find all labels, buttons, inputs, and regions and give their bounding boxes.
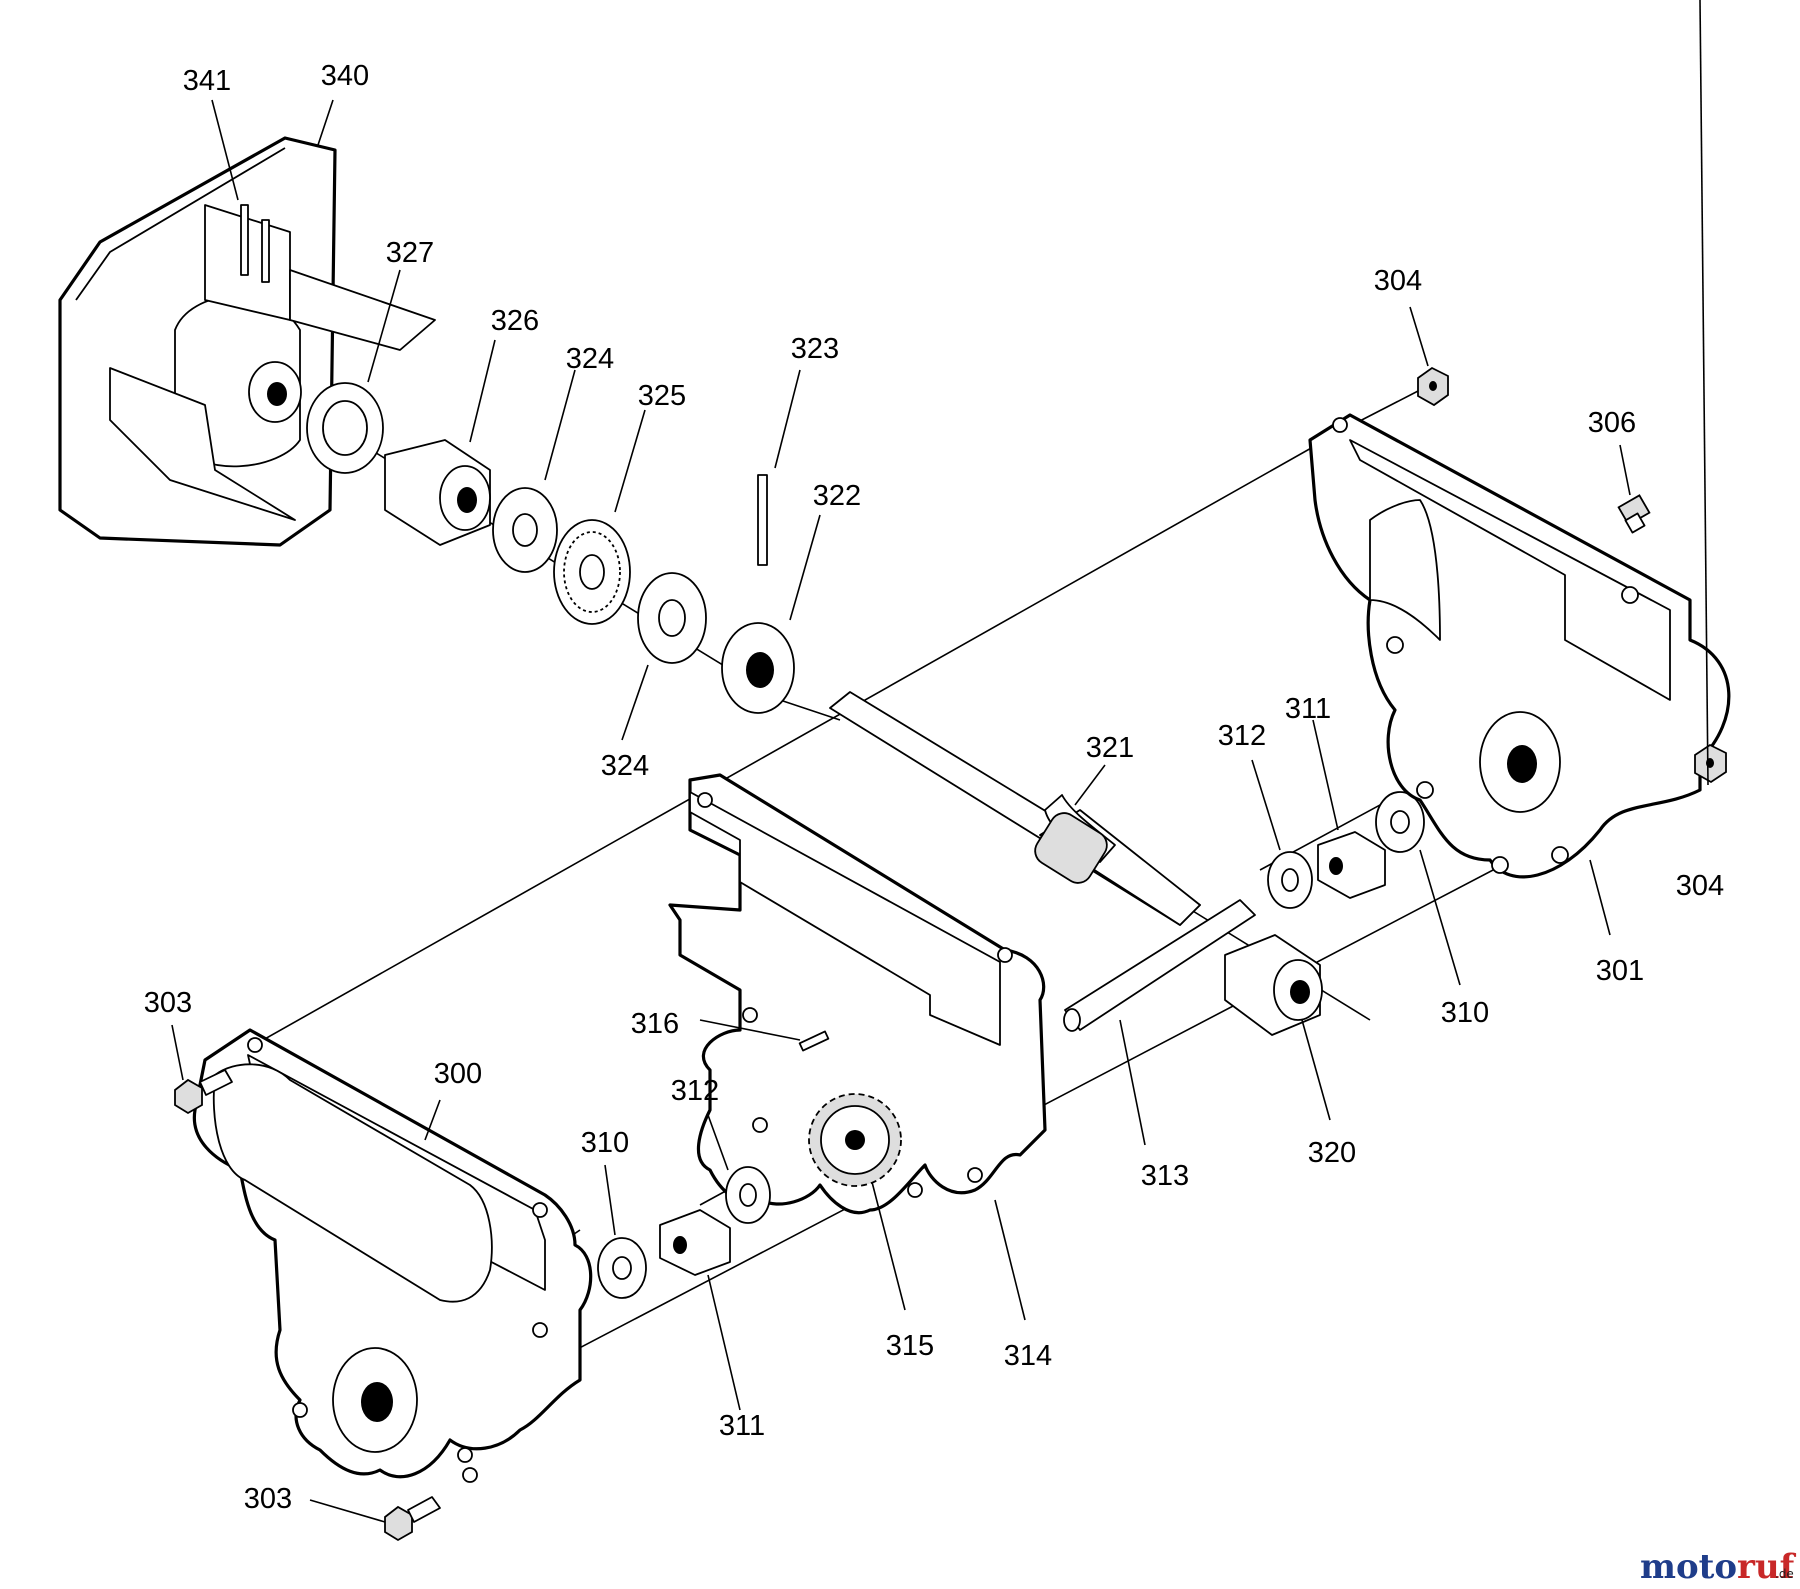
label-304-right: 304 (1676, 870, 1724, 902)
label-316: 316 (631, 1008, 679, 1040)
label-303-bottom: 303 (244, 1483, 292, 1515)
label-315: 315 (886, 1330, 934, 1362)
part-320-bushing (1224, 934, 1323, 1036)
label-300: 300 (434, 1058, 482, 1090)
part-316-key (798, 1030, 830, 1052)
label-324-lower: 324 (601, 750, 649, 782)
label-327: 327 (386, 237, 434, 269)
part-325-thrust-bearing (553, 519, 631, 625)
part-300-gear-case-left (192, 1028, 593, 1483)
label-340: 340 (321, 60, 369, 92)
part-323-roll-pin (757, 474, 768, 566)
part-313-shaft (1063, 899, 1256, 1032)
label-311-right: 311 (1285, 693, 1331, 725)
part-304-nut-top (1417, 366, 1449, 407)
part-340-housing (58, 136, 436, 547)
label-310-left: 310 (581, 1127, 629, 1159)
label-323: 323 (791, 333, 839, 365)
part-311-bushing-left (659, 1209, 731, 1276)
part-303-bolt-bottom (384, 1496, 441, 1542)
part-312-washer-left (725, 1166, 771, 1224)
part-306-grease-fitting (1617, 494, 1651, 534)
watermark-text-a: moto (1640, 1547, 1737, 1587)
label-312-right: 312 (1218, 720, 1266, 752)
part-321-worm-shaft (829, 691, 1201, 926)
label-324-upper: 324 (566, 343, 614, 375)
part-312-washer-right (1267, 851, 1313, 909)
part-310-washer-right (1375, 791, 1425, 853)
label-326: 326 (491, 305, 539, 337)
label-320: 320 (1308, 1137, 1356, 1169)
part-327-seal (306, 382, 384, 474)
label-303-top: 303 (144, 987, 192, 1019)
part-311-bushing-right (1317, 831, 1386, 899)
label-322: 322 (813, 480, 861, 512)
label-301: 301 (1596, 955, 1644, 987)
part-labels: 341 340 327 326 324 325 323 322 324 304 … (144, 60, 1724, 1515)
part-322-collar (721, 622, 795, 714)
part-310-washer-left (597, 1237, 647, 1299)
label-325: 325 (638, 380, 686, 412)
label-341: 341 (183, 65, 231, 97)
label-313: 313 (1141, 1160, 1189, 1192)
label-310-right: 310 (1441, 997, 1489, 1029)
part-324-washer-upper (492, 487, 558, 573)
part-304-nut-right (1694, 743, 1727, 784)
part-315-gear (808, 1093, 902, 1187)
label-304-top: 304 (1374, 265, 1422, 297)
label-312-left: 312 (671, 1075, 719, 1107)
label-306: 306 (1588, 407, 1636, 439)
watermark-logo: motoruf .de (1640, 1547, 1797, 1587)
part-326-bushing (384, 439, 491, 546)
label-321: 321 (1086, 732, 1134, 764)
part-314-gasket (668, 773, 1047, 1215)
svg-text:motoruf: motoruf (1640, 1547, 1797, 1587)
part-303-bolt-top (174, 1069, 233, 1115)
leader-lines (171, 0, 1709, 1523)
part-324-washer-lower (637, 572, 707, 664)
part-301-gear-case-right (1308, 413, 1731, 879)
label-314: 314 (1004, 1340, 1052, 1372)
watermark-text-b: ruf (1737, 1547, 1797, 1587)
label-311-left: 311 (719, 1410, 765, 1442)
watermark-suffix: .de (1775, 1567, 1794, 1581)
